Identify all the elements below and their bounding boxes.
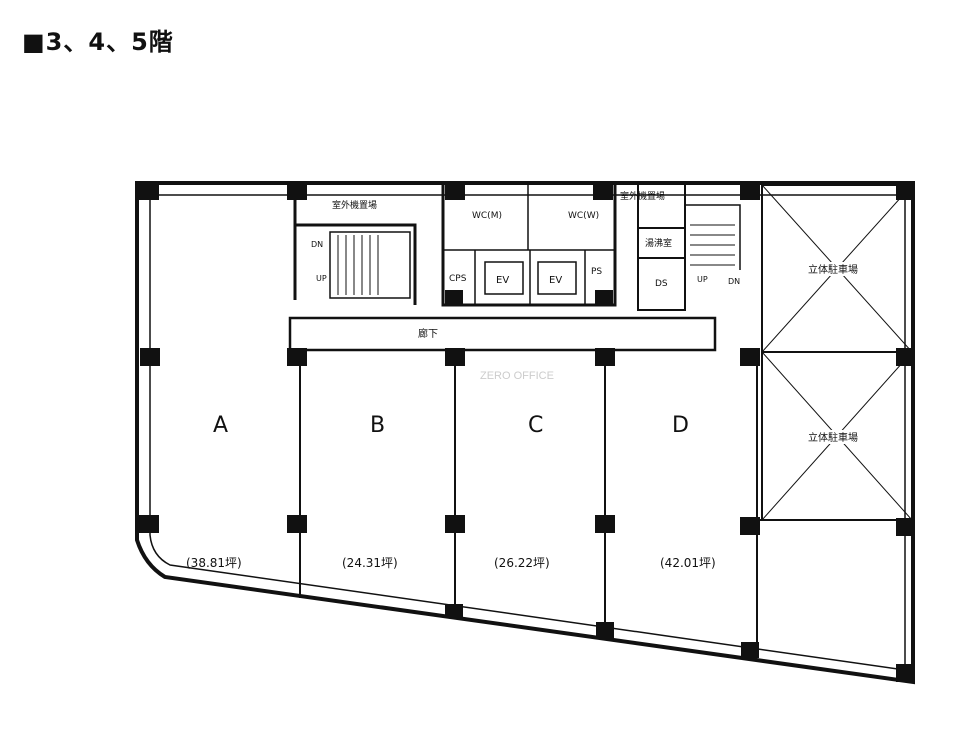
unit-a-area: (38.81坪) xyxy=(186,556,242,570)
unit-a-name: A xyxy=(213,413,228,438)
watermark: ZERO OFFICE xyxy=(480,370,554,382)
stair-left-up: UP xyxy=(316,274,327,283)
unit-dividers xyxy=(299,350,913,652)
room-outdoor-unit-left: 室外機置場 xyxy=(332,199,377,211)
core-walls xyxy=(288,183,741,352)
columns xyxy=(139,182,914,682)
room-ps: PS xyxy=(591,267,602,277)
room-wc-women: WC(W) xyxy=(568,211,599,221)
outer-walls xyxy=(135,181,915,685)
room-ds: DS xyxy=(655,279,668,289)
stair-right-up: UP xyxy=(697,275,708,284)
room-ev-2: EV xyxy=(549,275,562,286)
floor-title: ■3、4、5階 xyxy=(22,28,174,56)
stair-right-dn: DN xyxy=(728,277,740,286)
unit-c-area: (26.22坪) xyxy=(494,556,550,570)
unit-b-name: B xyxy=(370,413,385,438)
parking-1-label: 立体駐車場 xyxy=(808,263,858,276)
parking-2-label: 立体駐車場 xyxy=(808,431,858,444)
unit-c-name: C xyxy=(528,413,543,438)
parking-areas xyxy=(761,184,913,521)
room-kitchenette: 湯沸室 xyxy=(645,237,672,249)
room-cps: CPS xyxy=(449,274,467,284)
room-corridor: 廊下 xyxy=(418,327,438,340)
unit-d-name: D xyxy=(672,413,689,438)
unit-d-area: (42.01坪) xyxy=(660,556,716,570)
unit-b-area: (24.31坪) xyxy=(342,556,398,570)
room-wc-men: WC(M) xyxy=(472,211,502,221)
room-ev-1: EV xyxy=(496,275,509,286)
room-outdoor-unit-right: 室外機置場 xyxy=(620,190,665,202)
stair-left-dn: DN xyxy=(311,240,323,249)
